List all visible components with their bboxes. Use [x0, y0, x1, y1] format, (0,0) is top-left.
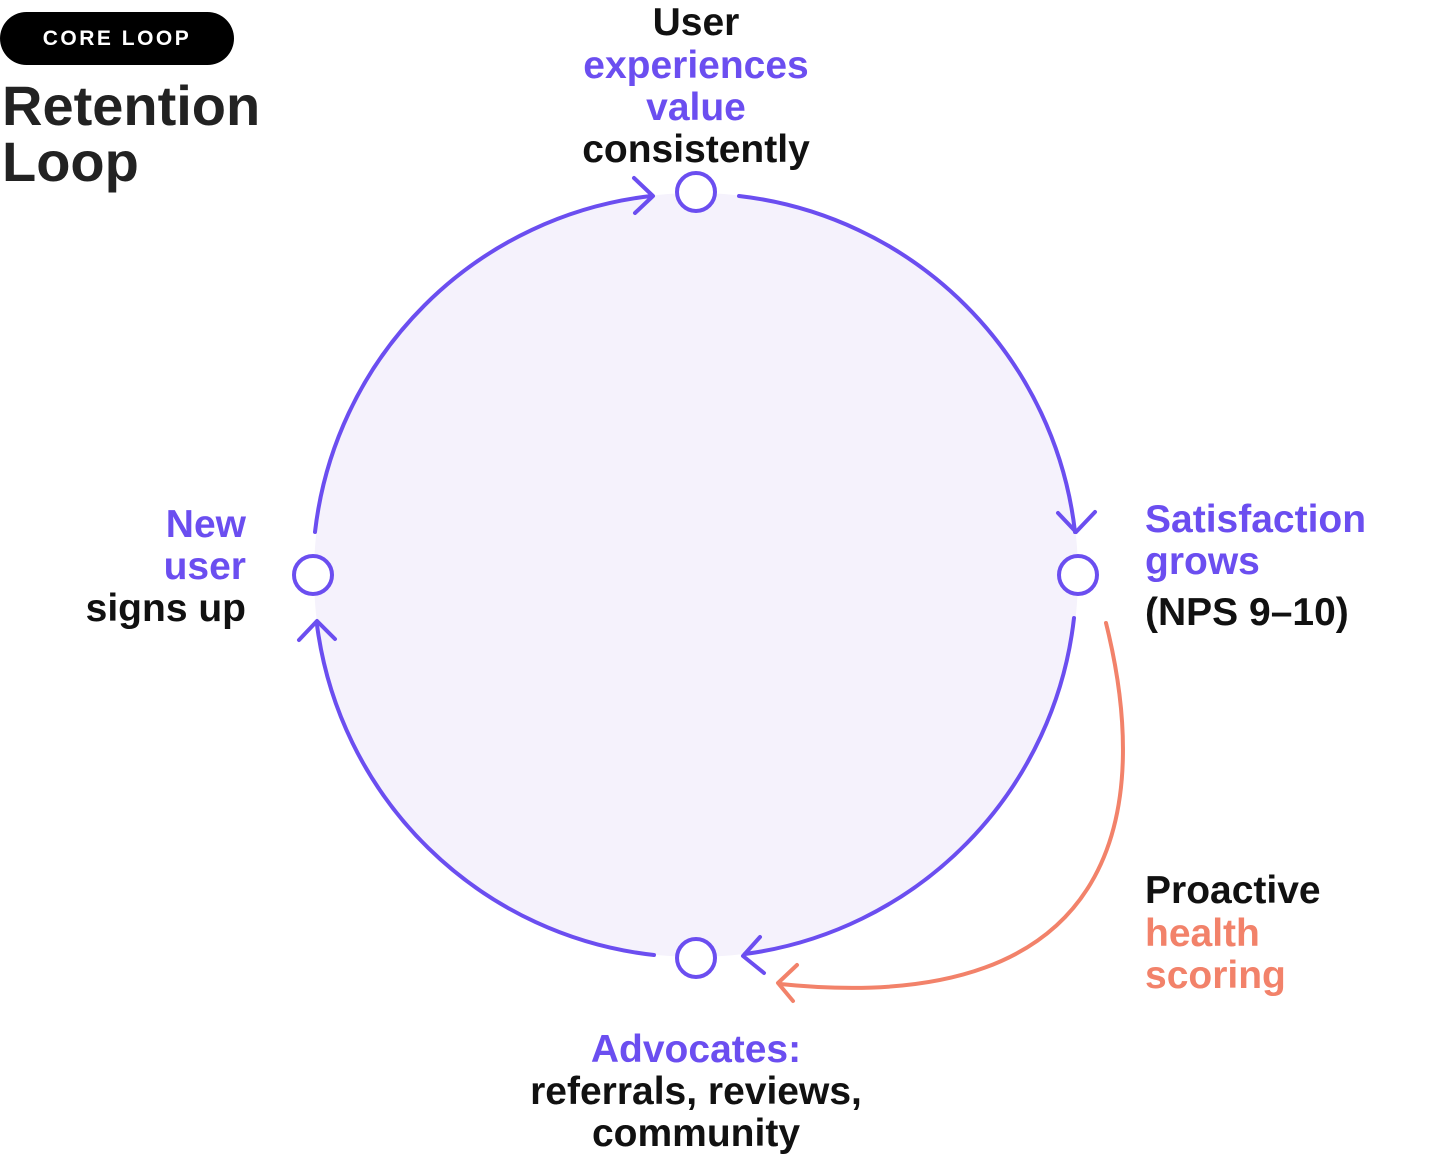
label-right-line-2: grows: [1145, 540, 1260, 583]
label-right: Satisfaction grows (NPS 9–10): [1145, 498, 1366, 634]
label-top-line-1: User: [653, 1, 740, 44]
label-left-line-2: user: [164, 545, 246, 588]
label-bottom-line-1: Advocates:: [591, 1028, 801, 1071]
label-top-line-4: consistently: [582, 128, 810, 171]
core-loop-badge: CORE LOOP: [0, 12, 234, 65]
label-bottom: Advocates: referrals, reviews, community: [530, 1028, 862, 1155]
arrowhead-bottom: [741, 935, 766, 975]
label-feedback: Proactive health scoring: [1145, 869, 1321, 997]
node-bottom: [675, 937, 717, 979]
loop-background: [314, 193, 1078, 957]
node-top: [675, 171, 717, 213]
arc-right-to-bottom: [743, 616, 1076, 956]
node-right: [1057, 554, 1099, 596]
label-left-line-1: New: [166, 503, 247, 546]
feedback-arrow: [778, 621, 1125, 990]
arc-left-to-top: [313, 194, 653, 534]
arc-top-to-right: [737, 194, 1077, 534]
label-feedback-line-1: Proactive: [1145, 869, 1321, 912]
arrowhead-top: [632, 176, 655, 215]
arrowhead-left: [297, 619, 337, 642]
title-line-1: Retention: [2, 74, 261, 137]
label-top: User experiences value consistently: [582, 1, 810, 171]
label-top-line-2: experiences: [583, 44, 809, 87]
label-left-line-3: signs up: [86, 587, 246, 630]
label-top-line-3: value: [646, 86, 746, 129]
feedback-arrowhead: [776, 963, 799, 1003]
arc-bottom-to-left: [315, 623, 656, 957]
node-left: [292, 554, 334, 596]
page-title: Retention Loop: [2, 78, 260, 190]
label-feedback-line-3: scoring: [1145, 954, 1286, 997]
label-feedback-line-2: health: [1145, 912, 1260, 955]
label-left: New user signs up: [86, 503, 247, 630]
arrowhead-right: [1056, 510, 1097, 534]
label-right-line-1: Satisfaction: [1145, 498, 1366, 541]
label-right-line-3: (NPS 9–10): [1145, 591, 1349, 634]
label-bottom-line-2: referrals, reviews,: [530, 1070, 862, 1113]
label-bottom-line-3: community: [592, 1112, 800, 1155]
title-line-2: Loop: [2, 130, 139, 193]
